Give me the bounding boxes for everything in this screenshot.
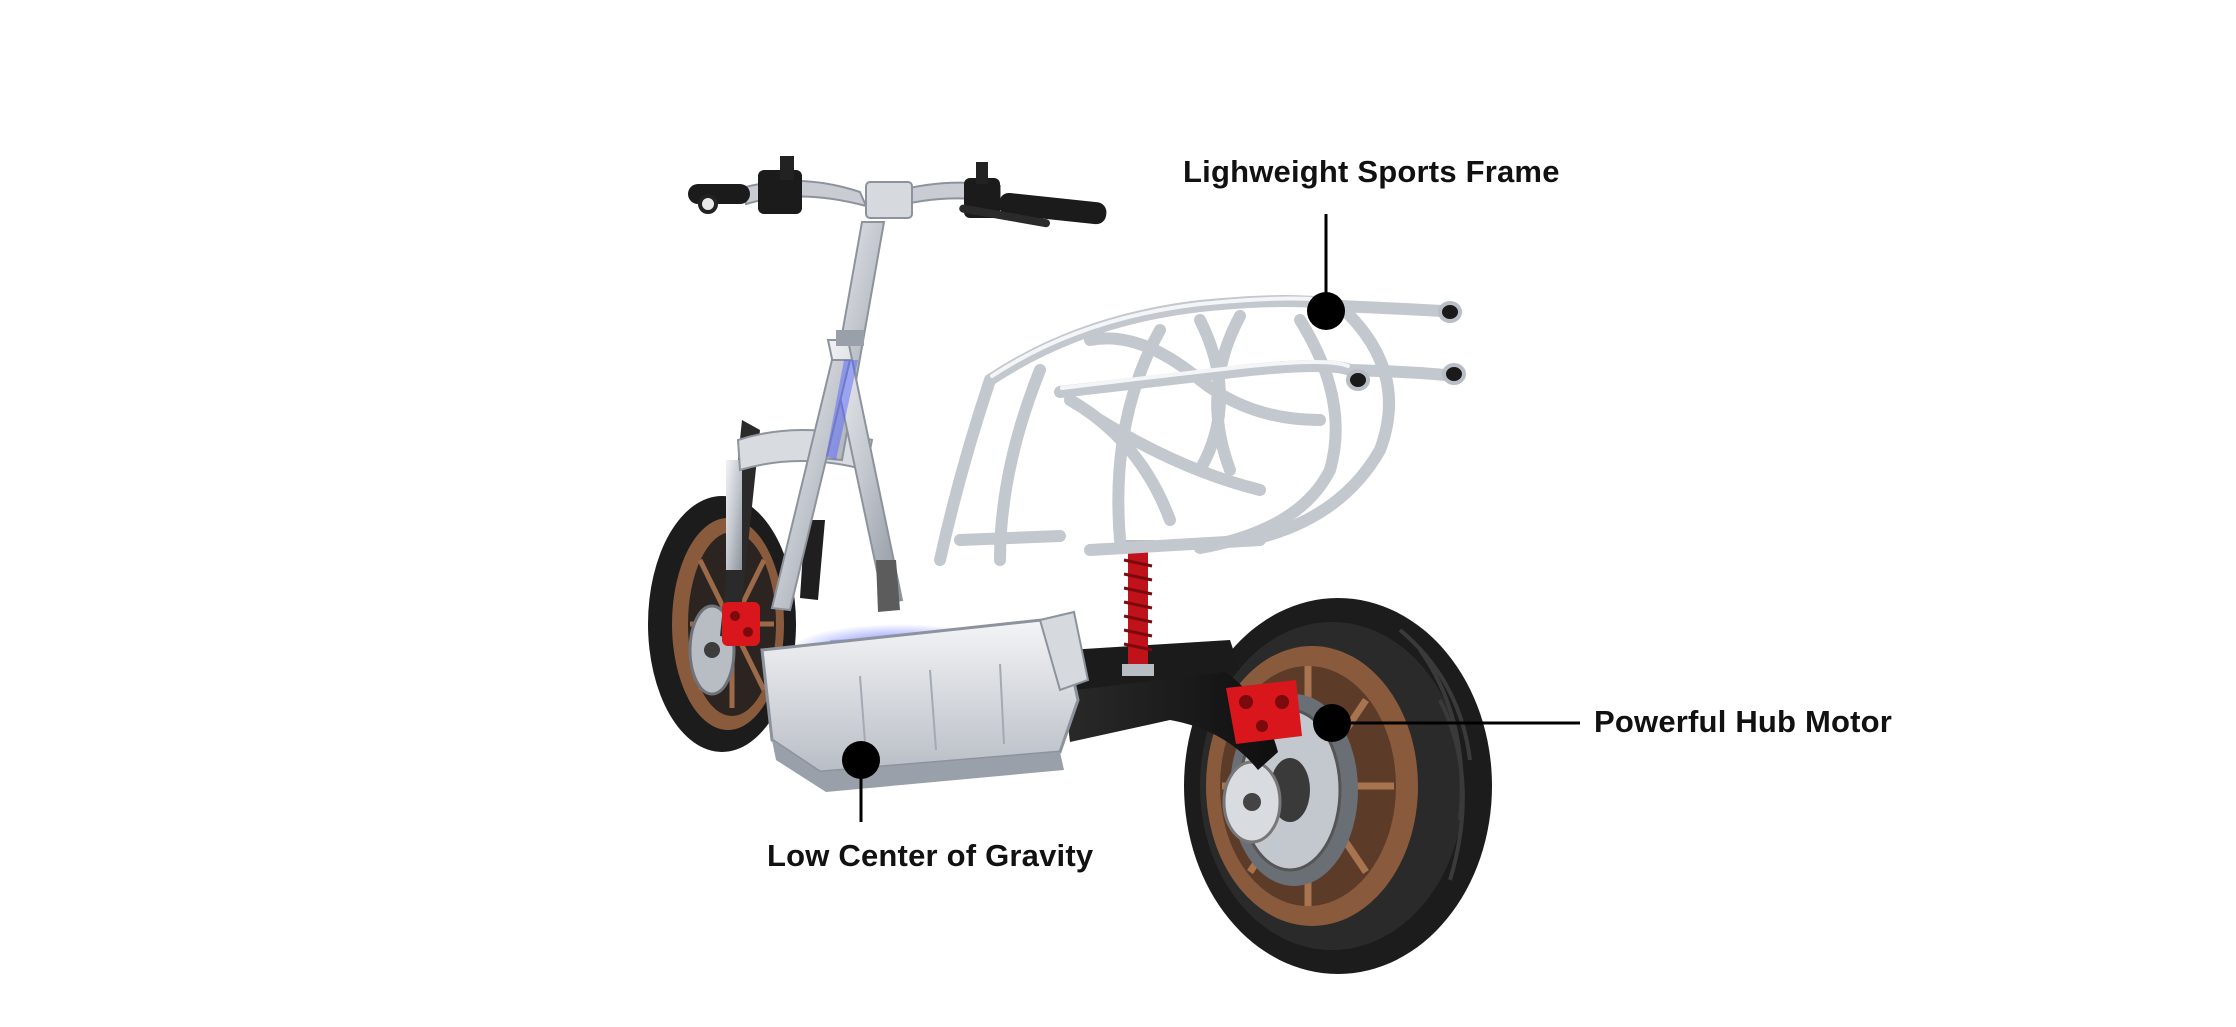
- sports-frame-highlights: [990, 296, 1350, 390]
- frame-callout-dot: [1307, 292, 1345, 330]
- steering-column: [770, 221, 904, 612]
- handlebar: [688, 156, 1107, 228]
- sports-frame: [934, 295, 1461, 566]
- callout-label-frame: Lighweight Sports Frame: [1183, 154, 1560, 189]
- frame-tube-ends: [1346, 301, 1466, 391]
- gravity-callout-dot: [842, 741, 880, 779]
- callout-label-gravity: Low Center of Gravity: [767, 838, 1094, 873]
- deck-tray: [760, 610, 1090, 792]
- motor-callout-dot: [1313, 704, 1351, 742]
- rear-brake-caliper: [1226, 680, 1302, 744]
- callout-dots: [842, 292, 1351, 779]
- callout-label-motor: Powerful Hub Motor: [1594, 704, 1893, 739]
